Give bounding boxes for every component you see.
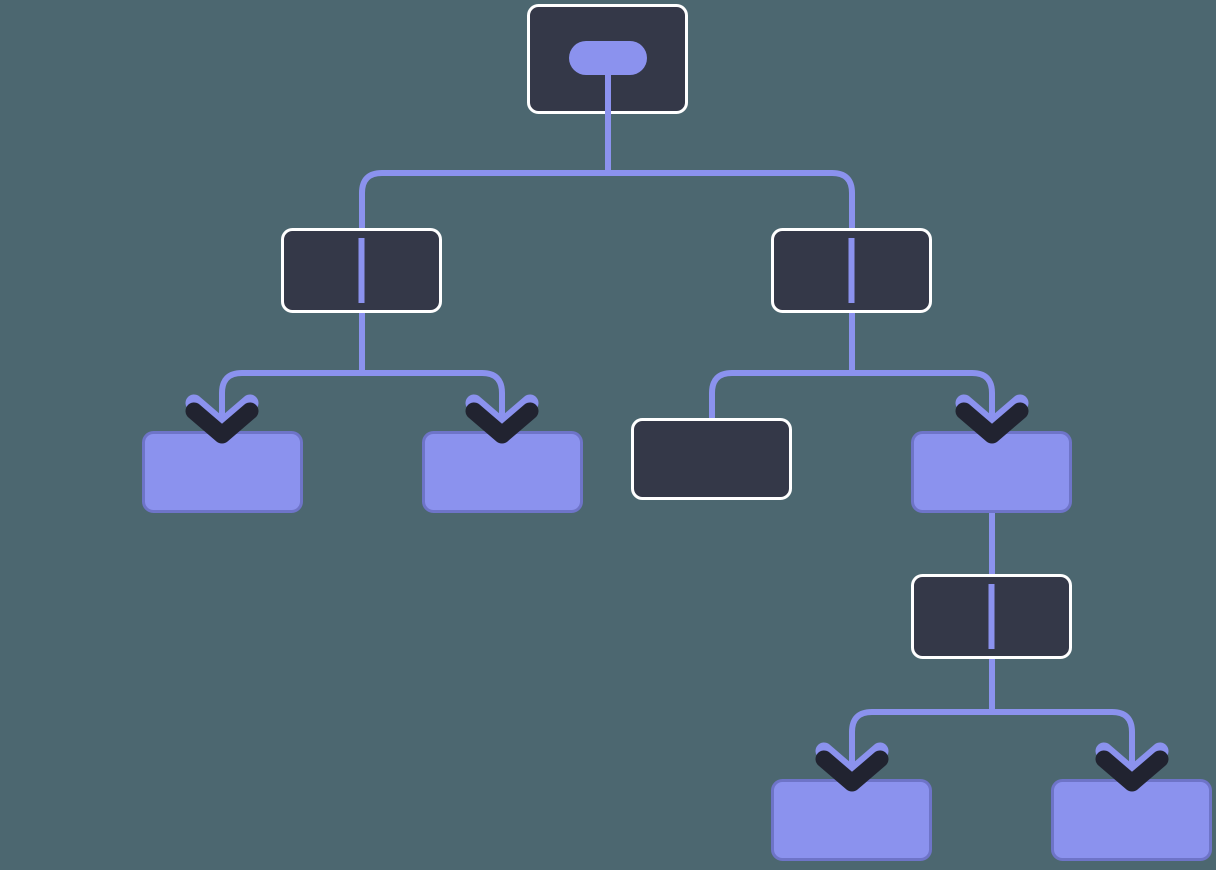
- edge-root-to-level2-left: [359, 170, 608, 228]
- edge-level2-left-to-node-b: [362, 370, 505, 435]
- edge-level2-left-to-node-a-arrowhead: [185, 394, 259, 444]
- level5-left-node-shape[interactable]: [771, 779, 932, 861]
- level3-node-d-shape[interactable]: [911, 431, 1072, 513]
- level2-right-node[interactable]: [771, 228, 932, 313]
- edge-level4-to-level5-left-arrowhead: [815, 742, 889, 792]
- edge-level4-to-level5-left: [849, 709, 992, 783]
- root-node[interactable]: [527, 4, 688, 115]
- level3-node-c-shape[interactable]: [631, 418, 792, 500]
- edge-level4-to-level5-right-arrowhead: [1095, 742, 1169, 792]
- edge-level2-left-to-node-a-arrowhead-dark: [185, 402, 259, 444]
- edge-level2-left-to-node-a: [219, 370, 362, 435]
- level3-node-c[interactable]: [631, 418, 792, 500]
- edge-level4-to-level5-left-arrowhead-dark: [815, 750, 889, 792]
- level3-node-a[interactable]: [142, 431, 303, 513]
- level5-right-node-shape[interactable]: [1051, 779, 1212, 861]
- edge-level4-to-level5-right: [992, 709, 1135, 783]
- node-layer: [142, 4, 1212, 861]
- level3-node-b[interactable]: [422, 431, 583, 513]
- root-node-pill: [569, 41, 647, 75]
- edge-level2-left-to-node-b-arrowhead-dark: [465, 402, 539, 444]
- edge-layer: [219, 104, 1135, 783]
- level4-node[interactable]: [911, 574, 1072, 659]
- arrow-layer: [185, 394, 1169, 792]
- level5-left-node[interactable]: [771, 779, 932, 861]
- level3-node-b-shape[interactable]: [422, 431, 583, 513]
- edge-level2-right-to-node-d-arrowhead: [955, 394, 1029, 444]
- edge-level2-right-to-node-d: [852, 370, 995, 435]
- edge-level4-to-level5-right-arrowhead-dark: [1095, 750, 1169, 792]
- level3-node-a-shape[interactable]: [142, 431, 303, 513]
- edge-root-to-level2-right: [608, 170, 855, 228]
- edge-level2-right-to-node-d-arrowhead-dark: [955, 402, 1029, 444]
- edge-level2-right-to-node-c: [709, 370, 852, 418]
- edge-level2-left-to-node-b-arrowhead: [465, 394, 539, 444]
- level3-node-d[interactable]: [911, 431, 1072, 513]
- level2-left-node[interactable]: [281, 228, 442, 313]
- level5-right-node[interactable]: [1051, 779, 1212, 861]
